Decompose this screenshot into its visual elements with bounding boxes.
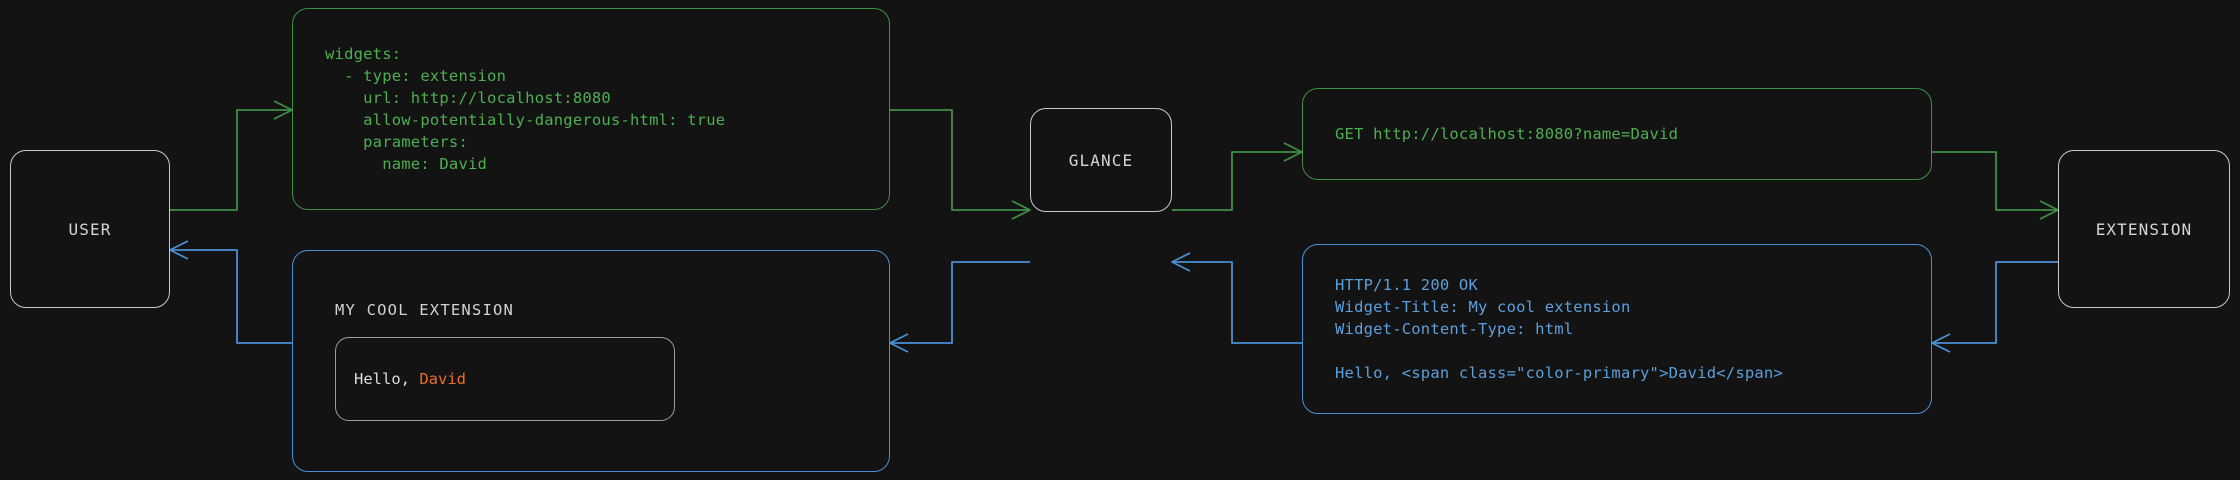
wire-config-to-glance bbox=[890, 109, 1030, 211]
node-glance[interactable]: GLANCE bbox=[1030, 108, 1172, 212]
arrowhead-glance-in-blue bbox=[1171, 252, 1191, 272]
arrowhead-response-in bbox=[1931, 333, 1951, 353]
panel-request: GET http://localhost:8080?name=David bbox=[1302, 88, 1932, 180]
request-code: GET http://localhost:8080?name=David bbox=[1335, 125, 1679, 143]
wire-request-to-extension bbox=[1932, 151, 2058, 211]
arrowhead-extension-in bbox=[2039, 200, 2059, 220]
panel-response: HTTP/1.1 200 OK Widget-Title: My cool ex… bbox=[1302, 244, 1932, 414]
node-extension-label: EXTENSION bbox=[2095, 219, 2193, 239]
panel-rendered-widget: MY COOL EXTENSION Hello, David bbox=[292, 250, 890, 472]
wire-response-to-glance bbox=[1172, 261, 1302, 344]
node-user-label: USER bbox=[68, 219, 112, 239]
wire-user-to-config bbox=[170, 109, 292, 211]
widget-card: Hello, David bbox=[335, 337, 675, 421]
wire-glance-to-widget bbox=[890, 261, 1030, 344]
widget-greeting-name: David bbox=[419, 370, 466, 388]
widget-title: MY COOL EXTENSION bbox=[335, 301, 515, 319]
arrowhead-glance-in-green bbox=[1011, 200, 1031, 220]
arrowhead-config-in bbox=[273, 100, 293, 120]
wire-extension-to-response bbox=[1932, 261, 2058, 344]
wire-widget-to-user bbox=[170, 249, 292, 344]
widget-preview: MY COOL EXTENSION Hello, David bbox=[335, 301, 859, 421]
arrowhead-widget-in bbox=[889, 333, 909, 353]
node-glance-label: GLANCE bbox=[1068, 150, 1134, 170]
arrowhead-request-in bbox=[1283, 142, 1303, 162]
wire-glance-to-request bbox=[1172, 151, 1302, 211]
widget-greeting-prefix: Hello, bbox=[354, 370, 420, 388]
node-extension[interactable]: EXTENSION bbox=[2058, 150, 2230, 308]
widget-greeting: Hello, David bbox=[354, 370, 466, 388]
config-code: widgets: - type: extension url: http://l… bbox=[325, 45, 726, 173]
panel-config: widgets: - type: extension url: http://l… bbox=[292, 8, 890, 210]
response-code: HTTP/1.1 200 OK Widget-Title: My cool ex… bbox=[1335, 276, 1783, 382]
arrowhead-user-in bbox=[169, 240, 189, 260]
node-user[interactable]: USER bbox=[10, 150, 170, 308]
